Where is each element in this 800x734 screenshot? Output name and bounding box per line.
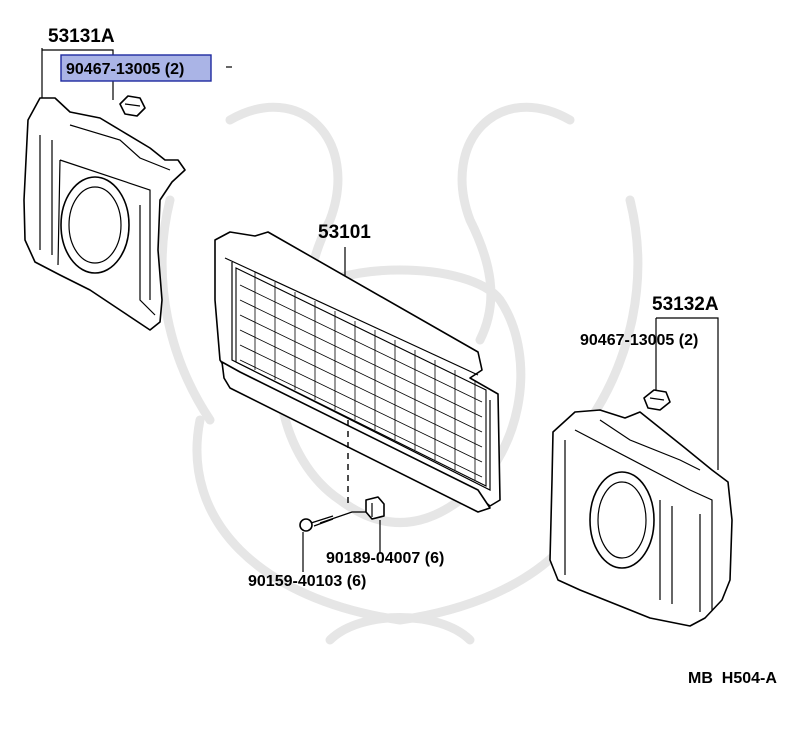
grille-mesh-pattern [239,272,483,480]
diagram-code: MB H504-A [688,670,777,687]
bezel-nut-left-icon [119,95,146,117]
label-53101: 53101 [318,222,371,243]
lamp-bezel-left [23,97,186,331]
label-53131A: 53131A [48,26,115,47]
bezel-nut-right-icon [643,389,671,411]
label-90467-13005-left: 90467-13005 (2) [66,61,184,78]
leader-53131A [41,48,114,100]
leader-53132A [655,317,719,470]
grille-screw-icon [299,515,334,532]
label-53132A: 53132A [652,294,719,315]
label-90189-04007: 90189-04007 (6) [326,550,444,567]
radiator-grille [214,231,501,513]
grille-nut-icon [365,496,385,520]
highlight-box [60,54,212,82]
lamp-bezel-right [549,409,733,627]
label-90467-13005-right: 90467-13005 (2) [580,332,698,349]
label-90159-40103: 90159-40103 (6) [248,573,366,590]
